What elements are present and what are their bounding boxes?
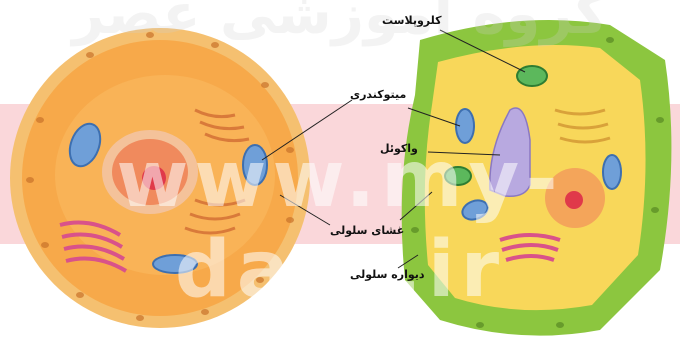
label-cell-wall: دیواره سلولی — [350, 268, 425, 281]
label-vacuole: واکوئل — [380, 142, 418, 155]
label-chloroplast: کلروپلاست — [382, 14, 442, 27]
label-mitochondria: میتوکندری — [350, 88, 406, 101]
watermark-top: گروه آموزشی عصر — [0, 0, 680, 47]
label-cell-membrane: غشای سلولی — [330, 224, 404, 237]
